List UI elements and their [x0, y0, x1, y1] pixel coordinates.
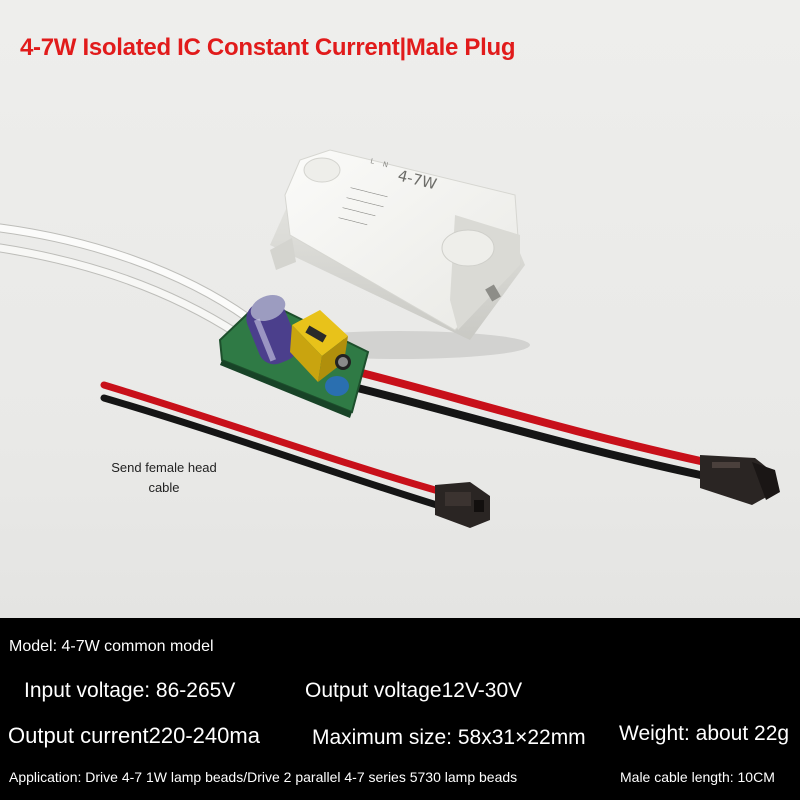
spec-output-voltage: Output voltage12V-30V: [305, 679, 522, 703]
spec-input-voltage: Input voltage: 86-265V: [24, 679, 235, 703]
male-plug-connector: [700, 455, 780, 505]
input-white-wires: [0, 228, 248, 334]
spec-maximum-size: Maximum size: 58x31×22mm: [312, 726, 586, 750]
female-plug-connector: [435, 482, 490, 528]
spec-cable-length: Male cable length: 10CM: [620, 769, 775, 785]
product-photo: L N 4-7W ───────── ───────── ──────── ──…: [0, 0, 800, 620]
output-wires: [345, 370, 705, 476]
spec-application: Application: Drive 4-7 1W lamp beads/Dri…: [9, 769, 517, 785]
spec-model: Model: 4-7W common model: [9, 638, 214, 656]
spec-weight: Weight: about 22g: [619, 722, 789, 746]
spec-panel: Model: 4-7W common model Input voltage: …: [0, 618, 800, 800]
cable-caption: Send female head cable: [96, 458, 232, 498]
spec-output-current: Output current220-240ma: [8, 723, 260, 749]
